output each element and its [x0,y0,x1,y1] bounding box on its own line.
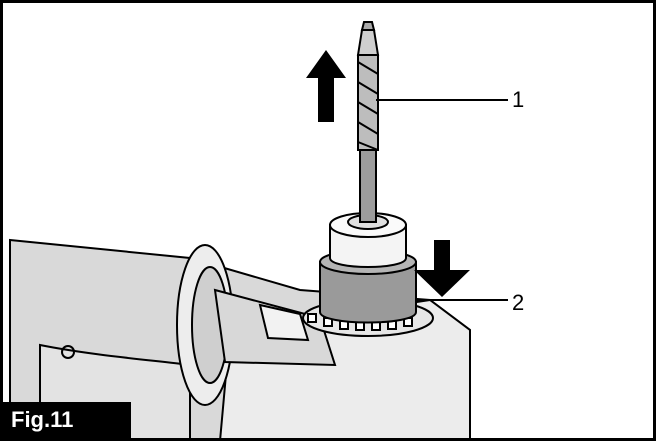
side-handle [176,244,337,406]
arrow-up-icon [306,50,346,122]
figure-number-tag: Fig.11 [3,402,131,438]
arrow-down-icon [414,240,470,297]
leader-lines [376,99,508,301]
drill-bit [356,21,380,223]
callout-2-label: 2 [512,290,525,315]
callout-1-label: 1 [512,87,525,112]
